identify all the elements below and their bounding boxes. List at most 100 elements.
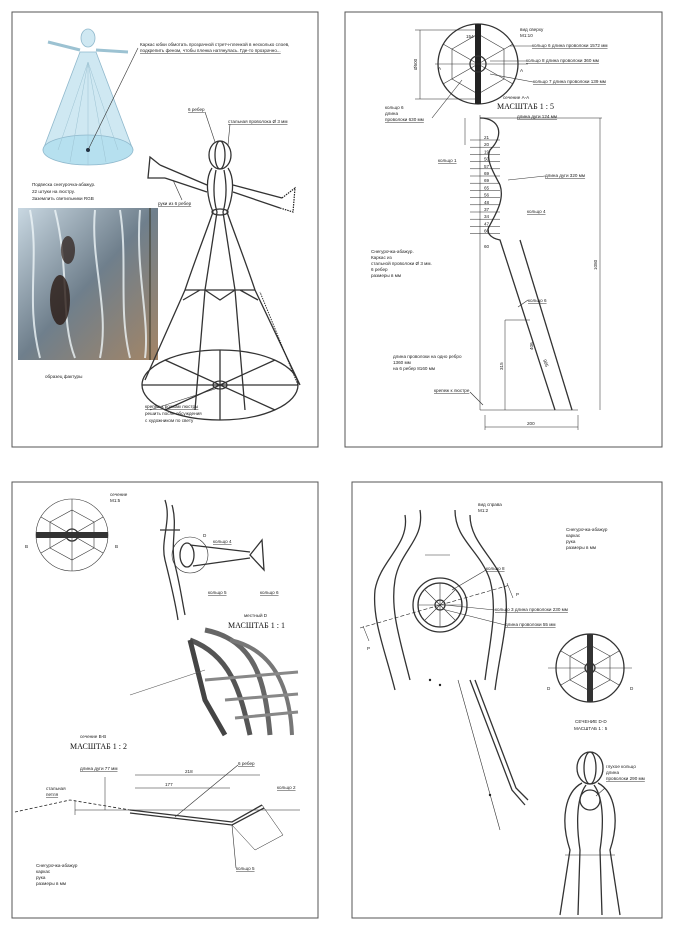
sheet-4: вид справа М1:2 Снегурочка-абажур каркас… — [351, 481, 663, 919]
desc-line-1: Снегурочка-абажур. — [371, 249, 414, 254]
photo-caption: образец фактуры — [45, 374, 82, 379]
ring-left-line-3: проволоки 630 мм — [385, 117, 424, 122]
ring3-label: кольцо 3 длина проволоки 230 мм — [495, 607, 568, 612]
sheet-2: Ø500 154 А А вид сверху М1:10 кольцо 6 д… — [344, 11, 663, 448]
ring7-label: кольцо 7 длина проволоки 139 мм — [533, 79, 606, 84]
dimension-label: 69 — [484, 171, 490, 176]
caption-line-3: Заземлить светильники RGB — [32, 196, 94, 201]
arc124-label: длина дуги 124 мм — [517, 114, 557, 119]
desc-line-2: каркас — [566, 533, 581, 538]
caption-line-2: 22 штуки на люстру. — [32, 189, 75, 194]
desc-line-5: размеры в мм — [371, 273, 401, 278]
sheet-2-frame — [344, 11, 663, 448]
section-scale: МАСШТАБ 1 : 5 — [497, 102, 554, 111]
wire55-label: длина проволоки 55 мм — [505, 622, 556, 627]
ring-left-line-2: длина — [385, 111, 398, 116]
leader-line — [227, 123, 231, 146]
note-top-line-1: Каркас юбки обмотать прозрачной стретч-п… — [140, 41, 289, 47]
dim-200: 200 — [527, 421, 535, 426]
sheet-1: Каркас юбки обмотать прозрачной стретч-п… — [11, 11, 319, 448]
ring8-label: кольцо 8 длина проволоки 360 мм — [526, 58, 599, 63]
ring5b-label: кольцо 5 — [236, 866, 255, 871]
desc-line-4: размеры в мм — [36, 881, 66, 886]
mount-note-3: с художником по свету — [145, 418, 194, 423]
ring6b-label: кольцо 6 — [528, 298, 547, 303]
view-top-scale: М1:10 — [520, 33, 533, 38]
desc-line-3: стальной проволоки Ø 3 мм. — [371, 260, 432, 266]
section-title: СЕЧЕНИЕ D-D — [575, 719, 607, 724]
leader-line — [172, 179, 183, 201]
dim-177: 177 — [165, 782, 173, 787]
view-scale: М1:5 — [110, 498, 121, 503]
dimension-label: 47 — [484, 221, 490, 226]
dim-154: 154 — [466, 34, 474, 39]
ring-line-2: длина — [606, 770, 619, 775]
loop-label-2: петля — [46, 792, 59, 797]
mount-note-2: решить после обсуждения — [145, 411, 202, 416]
arc77-label: длина дуги 77 мм — [80, 766, 118, 771]
leader-line — [149, 387, 219, 411]
view-label: сечение — [110, 492, 128, 497]
label-arms: руки из 6 ребер — [158, 201, 192, 206]
dim-1080: 1080 — [593, 259, 598, 270]
sheet-4-frame — [351, 481, 663, 919]
section-scale: МАСШТАБ 1 : 2 — [70, 742, 127, 751]
dimension-label: 48 — [484, 200, 490, 205]
mark-b-left: В — [25, 544, 28, 549]
dim-315: 315 — [499, 362, 504, 370]
loop-label-1: стальная — [46, 786, 66, 791]
dimension-label: 37 — [484, 207, 490, 212]
arm-sketch — [160, 499, 265, 621]
section-title: сечение А-А — [503, 95, 530, 100]
section-mark-a-left: А — [438, 66, 442, 71]
dimension-label: 57 — [484, 164, 490, 169]
ring5-label: кольцо 5 — [208, 590, 227, 595]
label-ribs: 6 ребер — [188, 107, 205, 112]
mark-p-left: Р — [367, 646, 370, 651]
profile-dimensions: 21 20 19 50 57 69 69 65 56 48 37 34 47 60 — [470, 135, 500, 234]
mark-d-right: D — [630, 686, 634, 691]
label-wire: стальная проволока Ø 3 мм — [228, 119, 288, 124]
dimension-label: 60 — [484, 229, 490, 234]
mount-note-1: крепеж к рожкам люстры — [145, 404, 198, 409]
dimension-label: 34 — [484, 214, 490, 219]
arc320-label: длина дуги 320 мм — [545, 173, 585, 178]
length-line-3: на 6 ребер 8160 мм — [393, 366, 435, 371]
desc-line-1: Снегурочка-абажур — [566, 527, 608, 532]
leader-line — [204, 111, 216, 143]
ring-left-line-1: кольцо 6 — [385, 105, 404, 110]
texture-sample-photo — [18, 208, 158, 360]
caption-line-1: Подвеска снегурочка-абажур. — [32, 182, 95, 187]
desc-line-3: рука — [566, 539, 576, 544]
view-scale: М1:2 — [478, 508, 489, 513]
dimension-label: 19 — [484, 149, 490, 154]
dimension-label: 20 — [484, 142, 490, 147]
section-title: сечение В-В — [80, 734, 106, 739]
ring-line-1: глухое кольцо — [606, 764, 636, 769]
detail-label: местный D — [244, 612, 268, 618]
dimension-label: 50 — [484, 157, 490, 162]
top-view-circle: Ø500 154 А А — [413, 23, 528, 105]
dim-60: 60 — [484, 244, 490, 249]
desc-line-1: Снегурочка-абажур — [36, 863, 78, 868]
desc-line-2: каркас — [36, 869, 51, 874]
section-circle: В В — [25, 498, 118, 572]
dimension-label: 56 — [484, 193, 490, 198]
dim-218: 218 — [185, 769, 193, 774]
dimension-label: 65 — [484, 185, 490, 190]
ring4-label: кольцо 4 — [527, 209, 546, 214]
ribs-label: 6 ребер — [238, 761, 255, 766]
desc-line-2: Каркас из — [371, 255, 392, 260]
mark-d-left: D — [547, 686, 551, 691]
wire-frame-figure — [141, 140, 301, 421]
sheet-3: В В сечение М1:5 D кольцо 4 кольцо 5 кол… — [11, 481, 319, 919]
dimension-label: 69 — [484, 178, 490, 183]
mark-b-right: В — [115, 544, 118, 549]
detail-3d-tubes — [129, 627, 299, 737]
ring-line-3: проволоки 290 мм — [606, 776, 645, 781]
dimension-label: 21 — [484, 135, 490, 140]
ring6-label: кольцо 6 длина проволоки 1572 мм — [532, 43, 608, 48]
front-figure — [559, 751, 621, 916]
length-line-2: 1360 мм — [393, 360, 411, 365]
